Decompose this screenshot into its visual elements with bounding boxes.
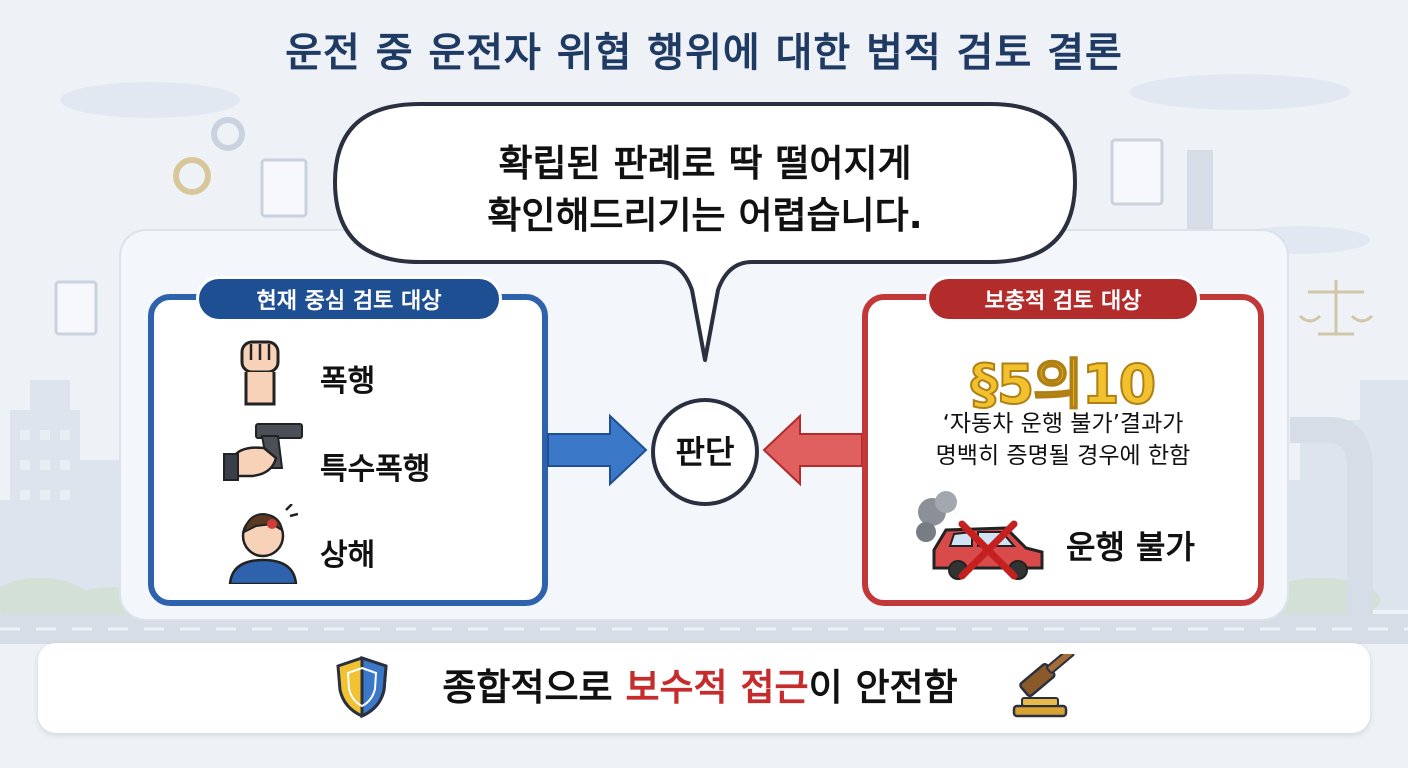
item-injury: 상해 <box>320 538 376 573</box>
conclusion-bar <box>38 643 1370 733</box>
hand-gun-icon <box>223 423 303 481</box>
current-review-header: 현재 중심 검토 대상 <box>196 276 502 322</box>
right-arrow-icon <box>762 413 863 487</box>
fist-icon <box>240 340 280 406</box>
page-title: 운전 중 운전자 위협 행위에 대한 법적 검토 결론 <box>285 30 1123 76</box>
document-icon <box>1110 138 1164 206</box>
gear-icon <box>173 157 211 195</box>
conclusion-prefix: 종합적으로 <box>442 666 626 709</box>
gavel-icon <box>1012 654 1075 718</box>
judgment-circle: 판단 <box>651 398 759 506</box>
left-arrow-icon <box>547 413 648 487</box>
supplementary-review-header: 보충적 검토 대상 <box>926 276 1200 322</box>
conclusion-highlight: 보수적 접근 <box>625 666 809 709</box>
operation-disabled-label: 운행 불가 <box>1066 528 1195 566</box>
speech-line-2: 확인해드리기는 어렵습니다. <box>487 194 923 237</box>
injured-person-icon <box>228 504 298 584</box>
condition-line-1: ‘자동차 운행 불가’결과가 <box>942 411 1184 437</box>
shield-icon <box>336 655 388 719</box>
statute-section: §5의10 <box>970 352 1157 417</box>
item-special-assault: 특수폭행 <box>320 452 431 487</box>
conclusion-text: 종합적으로 보수적 접근이 안전함 <box>400 662 1000 714</box>
gear-icon <box>211 117 245 151</box>
speech-bubble-text: 확립된 판례로 딱 떨어지게 확인해드리기는 어렵습니다. <box>360 138 1050 242</box>
current-review-panel <box>148 294 548 606</box>
document-icon <box>260 158 308 218</box>
speech-line-1: 확립된 판례로 딱 떨어지게 <box>498 142 912 185</box>
item-assault: 폭행 <box>320 364 376 399</box>
condition-text: ‘자동차 운행 불가’결과가 명백히 증명될 경우에 한함 <box>862 408 1264 472</box>
broken-car-icon <box>916 491 1044 580</box>
scale-icon <box>1298 280 1374 336</box>
document-icon <box>54 280 98 336</box>
conclusion-suffix: 이 안전함 <box>808 666 958 709</box>
condition-line-2: 명백히 증명될 경우에 한함 <box>935 443 1191 469</box>
